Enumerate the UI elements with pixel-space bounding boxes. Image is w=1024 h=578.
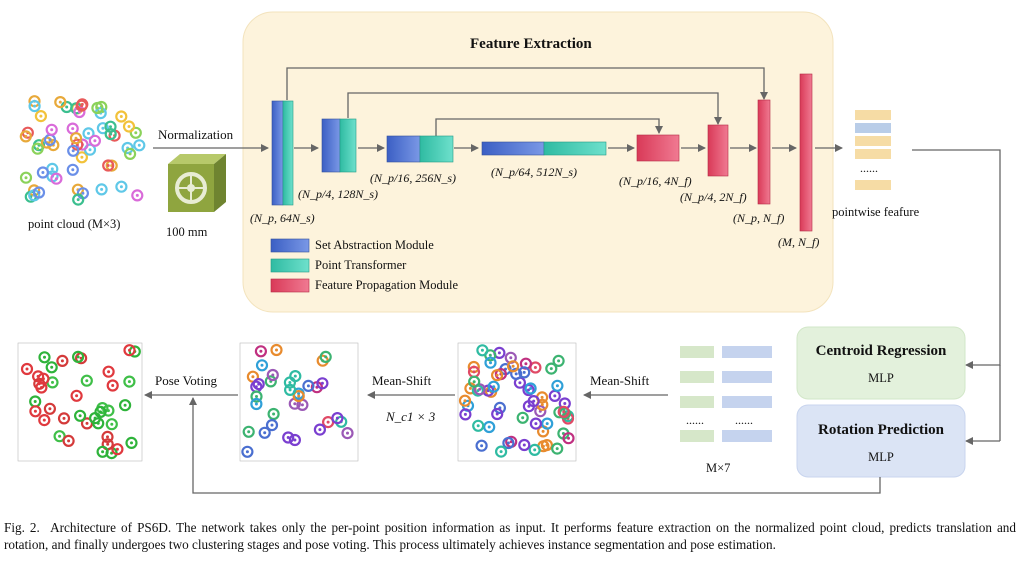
meanshift-stage1-cloud [458,344,575,458]
output-dim-label: M×7 [706,461,731,475]
rotation-prediction-title: Rotation Prediction [818,422,944,438]
feature-extraction-title: Feature Extraction [470,36,592,52]
pose-voting-result-cloud [20,344,141,460]
rotation-prediction-mlp: MLP [868,450,894,464]
mean-shift-label-1: Mean-Shift [590,373,650,388]
object-cube-icon [168,154,226,212]
legend-swatch-pt [270,258,310,273]
architecture-diagram [17,11,1001,494]
block-np4-2nf [707,124,729,177]
block-np-64ns [271,100,294,206]
legend-label-sa: Set Abstraction Module [315,238,434,252]
meanshift-stage2-cloud [241,343,354,458]
legend-label-fp: Feature Propagation Module [315,278,459,292]
feature-extraction-panel [242,11,834,313]
mean-shift-label-2: Mean-Shift [372,373,432,388]
shape-label-a: (N_p, 64N_s) [250,211,315,225]
diagram-canvas [17,11,1001,494]
shape-label-c: (N_p/16, 256N_s) [370,171,457,185]
legend-swatch-fp [270,278,310,293]
centroid-regression-title: Centroid Regression [815,343,947,359]
legend-swatch-sa [270,238,310,253]
point-cloud-label: point cloud (M×3) [28,217,121,231]
input-point-cloud [19,95,146,206]
block-np-nf [757,99,771,205]
pointwise-dots: ...... [860,161,878,175]
caption-text: Architecture of PS6D. The network takes … [4,520,1016,552]
pointwise-feature-stack [855,110,891,190]
output-dots-right: ...... [735,413,753,427]
rotation-prediction-box [796,404,966,478]
block-np4-128ns [321,118,357,173]
object-size-label: 100 mm [166,225,208,239]
block-np16-256ns [386,135,454,163]
output-feature-grid [680,346,772,442]
figure-caption: Fig. 2. Architecture of PS6D. The networ… [4,520,1016,553]
shape-label-h: (M, N_f) [778,235,820,249]
legend-label-pt: Point Transformer [315,258,407,272]
centroid-regression-box [796,326,966,400]
normalization-label: Normalization [158,127,234,142]
centroid-regression-mlp: MLP [868,371,894,385]
pointwise-feature-label: pointwise feafure [832,205,920,219]
shape-label-g: (N_p, N_f) [733,211,785,225]
shape-label-f: (N_p/4, 2N_f) [680,190,747,204]
block-np16-4nf [636,134,680,162]
shape-label-d: (N_p/64, 512N_s) [491,165,578,179]
shape-label-b: (N_p/4, 128N_s) [298,187,379,201]
shape-label-e: (N_p/16, 4N_f) [619,174,692,188]
block-np64-512ns [481,141,607,156]
cluster-count-label: N_c1 × 3 [386,409,436,424]
caption-label: Fig. 2. [4,520,40,535]
block-m-nf [799,73,813,232]
output-dots-left: ...... [686,413,704,427]
pose-voting-label: Pose Voting [155,373,218,388]
